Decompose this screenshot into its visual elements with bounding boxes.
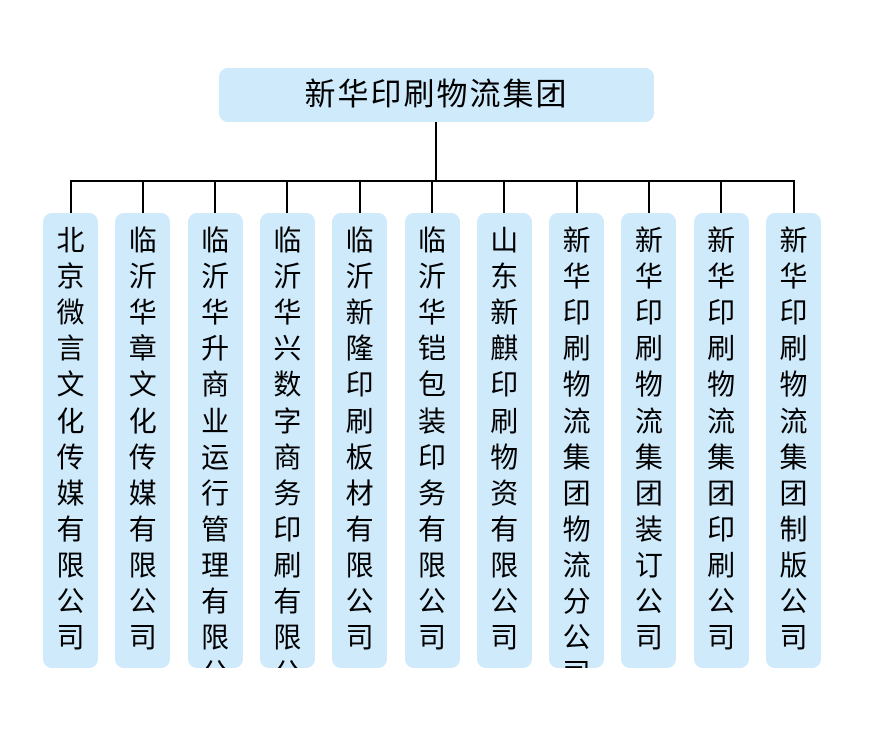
org-node-child-label: 临沂华升商业运行管理有限公司 xyxy=(201,224,230,668)
connector-drop-7 xyxy=(503,180,506,214)
connector-drop-5 xyxy=(358,180,361,214)
org-node-child-label: 北京微言文化传媒有限公司 xyxy=(56,224,85,655)
connector-drop-2 xyxy=(141,180,144,214)
org-node-child-4[interactable]: 临沂华兴数字商务印刷有限公司 xyxy=(259,213,315,668)
org-node-child-2[interactable]: 临沂华章文化传媒有限公司 xyxy=(115,213,171,668)
org-node-child-8[interactable]: 新华印刷物流集团物流分公司 xyxy=(549,213,605,668)
org-node-child-label: 新华印刷物流集团装订公司 xyxy=(634,224,663,655)
connector-drop-1 xyxy=(69,180,72,214)
org-node-child-3[interactable]: 临沂华升商业运行管理有限公司 xyxy=(187,213,243,668)
connector-drop-11 xyxy=(792,180,795,214)
org-node-root-label: 新华印刷物流集团 xyxy=(304,76,569,113)
org-node-child-11[interactable]: 新华印刷物流集团制版公司 xyxy=(766,213,821,668)
org-node-child-9[interactable]: 新华印刷物流集团装订公司 xyxy=(621,213,677,668)
org-node-child-10[interactable]: 新华印刷物流集团印刷公司 xyxy=(693,213,749,668)
connector-drop-6 xyxy=(431,180,433,214)
connector-drop-3 xyxy=(214,180,217,214)
connector-drop-10 xyxy=(720,180,723,214)
org-node-root[interactable]: 新华印刷物流集团 xyxy=(219,68,654,122)
org-node-child-label: 新华印刷物流集团制版公司 xyxy=(779,224,808,655)
connector-drop-9 xyxy=(647,180,650,214)
org-node-child-label: 临沂新隆印刷板材有限公司 xyxy=(345,224,374,655)
connector-drop-8 xyxy=(575,180,578,214)
connector-drop-4 xyxy=(286,180,289,214)
org-node-child-6[interactable]: 临沂华铠包装印务有限公司 xyxy=(404,213,460,668)
connector-horizontal-bus xyxy=(71,180,795,182)
org-node-child-label: 新华印刷物流集团印刷公司 xyxy=(707,224,736,655)
org-node-child-7[interactable]: 山东新麒印刷物资有限公司 xyxy=(476,213,532,668)
org-node-child-label: 临沂华章文化传媒有限公司 xyxy=(128,224,157,655)
org-node-child-label: 临沂华铠包装印务有限公司 xyxy=(417,224,446,655)
org-node-child-label: 山东新麒印刷物资有限公司 xyxy=(490,224,519,655)
org-node-child-1[interactable]: 北京微言文化传媒有限公司 xyxy=(43,213,98,668)
org-node-child-label: 新华印刷物流集团物流分公司 xyxy=(562,224,591,668)
connector-root-stem xyxy=(435,122,437,181)
org-node-child-label: 临沂华兴数字商务印刷有限公司 xyxy=(273,224,302,668)
org-node-child-5[interactable]: 临沂新隆印刷板材有限公司 xyxy=(332,213,388,668)
